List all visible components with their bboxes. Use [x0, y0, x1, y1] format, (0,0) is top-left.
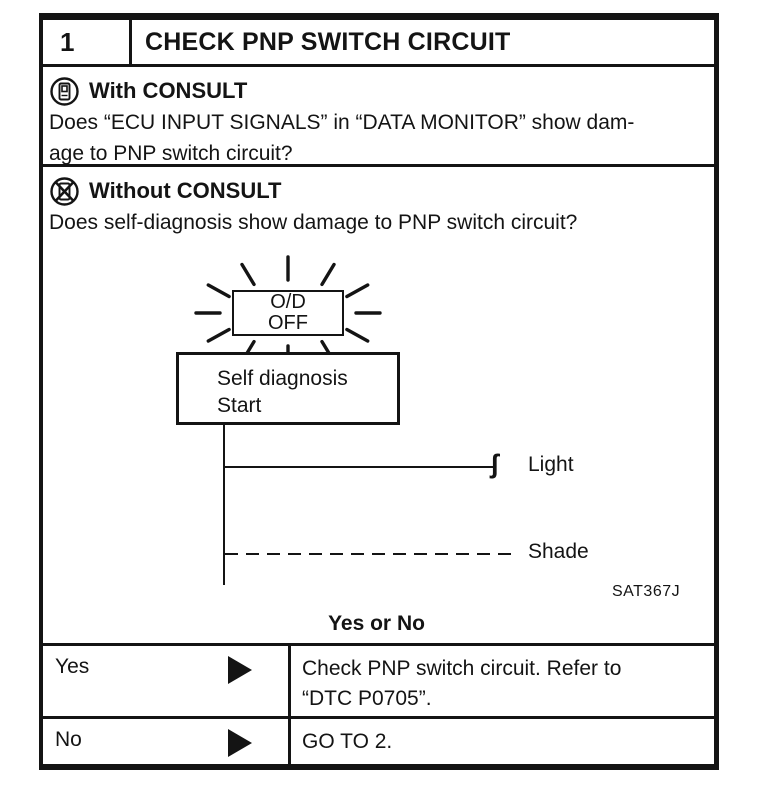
od-off-line1: O/D — [270, 291, 306, 313]
action-cell-yes: Check PNP switch circuit. Refer to “DTC … — [291, 646, 714, 716]
decision-row-no: No GO TO 2. — [43, 719, 714, 764]
with-consult-question-line2: age to PNP switch circuit? — [49, 142, 293, 165]
consult-device-crossed-icon — [50, 176, 79, 206]
with-consult-heading-row: With CONSULT — [49, 75, 704, 107]
decision-prompt: Yes or No — [328, 612, 425, 635]
consult-device-icon — [50, 76, 79, 106]
action-no-line1: GO TO 2. — [302, 730, 393, 753]
od-off-indicator: O/D OFF — [232, 290, 344, 336]
timeline-vertical-line — [223, 425, 225, 585]
with-consult-section: With CONSULT Does “ECU INPUT SIGNALS” in… — [43, 67, 714, 167]
play-arrow-icon — [228, 656, 252, 684]
answer-label-no: No — [55, 728, 82, 751]
od-off-line2: OFF — [268, 312, 308, 334]
without-consult-heading: Without CONSULT — [89, 178, 282, 203]
self-diagnosis-timing-diagram: O/D OFF Self diagnosis Start ʃ Light Sha… — [49, 238, 709, 610]
action-yes-line2: “DTC P0705”. — [302, 687, 432, 710]
with-consult-question-line1: Does “ECU INPUT SIGNALS” in “DATA MONITO… — [49, 111, 635, 134]
figure-code: SAT367J — [612, 583, 681, 600]
shade-label: Shade — [528, 540, 589, 563]
step-title: CHECK PNP SWITCH CIRCUIT — [145, 27, 511, 56]
play-arrow-icon — [228, 729, 252, 757]
start-box-line1: Self diagnosis — [217, 367, 348, 390]
decision-row-yes: Yes Check PNP switch circuit. Refer to “… — [43, 646, 714, 719]
without-consult-section: Without CONSULT Does self-diagnosis show… — [43, 167, 714, 646]
line-break-mark: ʃ — [490, 449, 499, 479]
diagnostic-step-table: 1 CHECK PNP SWITCH CIRCUIT With CONSULT … — [39, 13, 719, 770]
answer-label-yes: Yes — [55, 655, 90, 678]
action-cell-no: GO TO 2. — [291, 719, 714, 764]
light-signal-line — [225, 466, 495, 468]
step-number: 1 — [43, 20, 132, 64]
answer-cell-yes: Yes — [43, 646, 291, 716]
self-diagnosis-start-box: Self diagnosis Start — [176, 352, 400, 425]
action-yes-line1: Check PNP switch circuit. Refer to — [302, 657, 622, 680]
without-consult-heading-row: Without CONSULT — [49, 175, 704, 207]
light-label: Light — [528, 453, 574, 476]
shade-signal-line — [225, 553, 513, 555]
answer-cell-no: No — [43, 719, 291, 764]
with-consult-heading: With CONSULT — [89, 78, 248, 103]
step-header-row: 1 CHECK PNP SWITCH CIRCUIT — [43, 20, 714, 67]
start-box-line2: Start — [217, 394, 262, 417]
without-consult-question: Does self-diagnosis show damage to PNP s… — [49, 211, 578, 234]
